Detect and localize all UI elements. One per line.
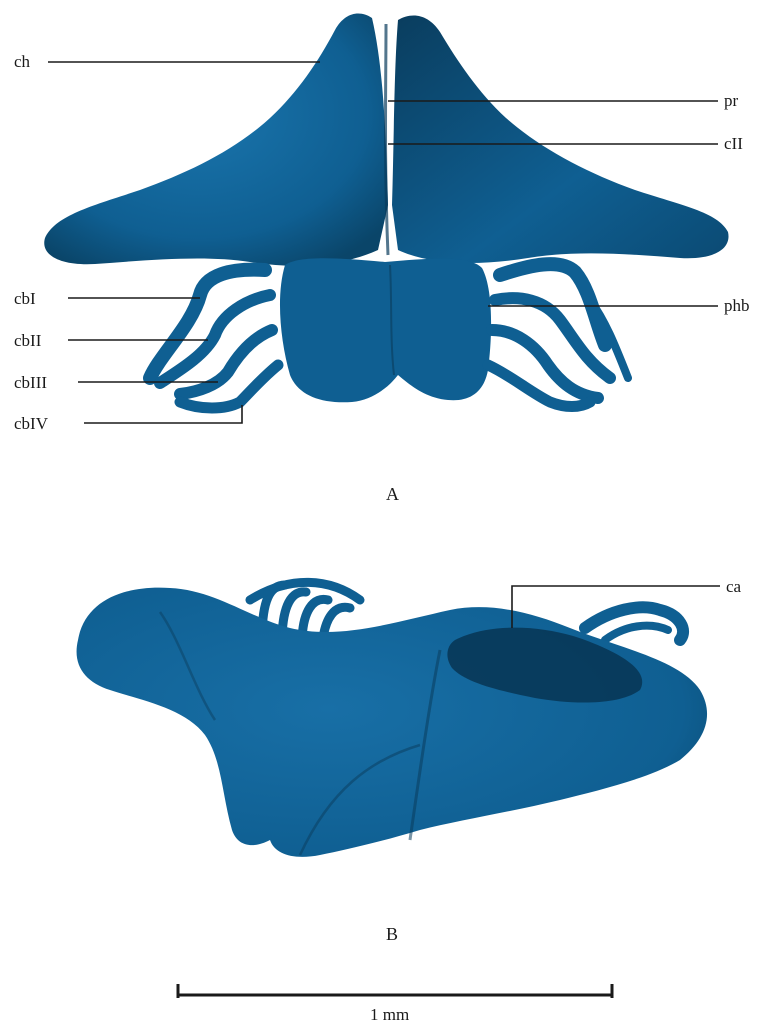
- label-pr: pr: [724, 91, 739, 110]
- panel-a-specimen: [44, 14, 728, 408]
- label-cII: cII: [724, 134, 743, 153]
- label-cbI: cbI: [14, 289, 36, 308]
- label-cbIII: cbIII: [14, 373, 47, 392]
- lateral-body: [77, 588, 707, 857]
- label-ch: ch: [14, 52, 31, 71]
- ceratobranchials-left: [150, 270, 278, 408]
- ceratohyal-left: [44, 14, 388, 266]
- label-cbIV: cbIV: [14, 414, 49, 433]
- scale-bar: 1 mm: [178, 984, 612, 1024]
- hypobranchial-block: [280, 258, 491, 402]
- label-phb: phb: [724, 296, 750, 315]
- panel-label-a: A: [386, 484, 399, 504]
- ceratobranchials-right: [488, 264, 628, 406]
- panel-label-b: B: [386, 924, 398, 944]
- scale-bar-label: 1 mm: [370, 1005, 409, 1024]
- midline-groove: [386, 24, 389, 255]
- label-ca: ca: [726, 577, 742, 596]
- ceratohyal-right: [392, 16, 729, 263]
- panel-b-specimen: [77, 582, 707, 857]
- label-cbII: cbII: [14, 331, 42, 350]
